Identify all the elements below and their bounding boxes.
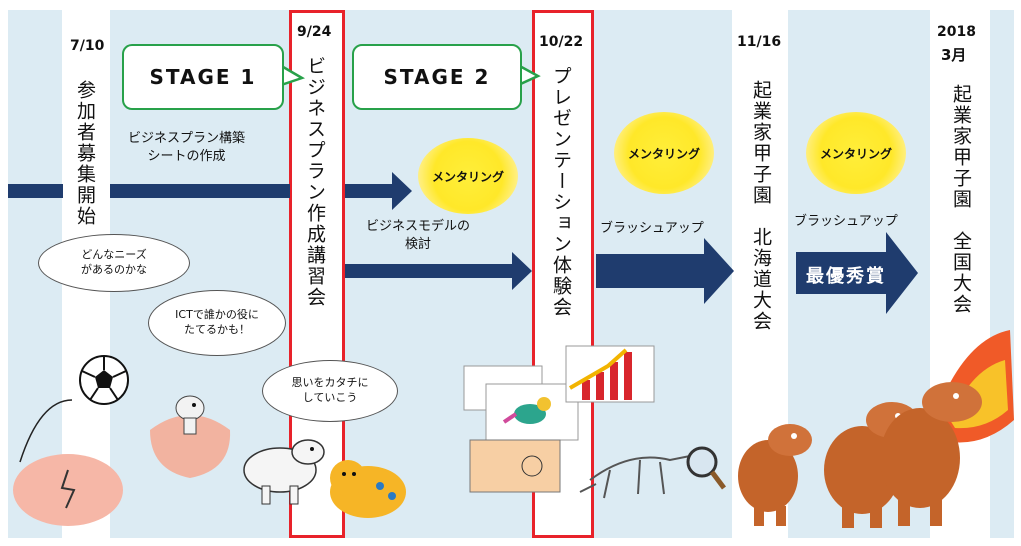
thought-cloud-2: ICTで誰かの役に たてるかも！ — [148, 290, 286, 356]
merit-card — [469, 439, 561, 493]
date-5-month: 3月 — [941, 46, 967, 64]
arrow-2 — [345, 252, 532, 290]
soccer-ball-icon — [79, 355, 129, 405]
milestone-label-1: 参加者募集開始 — [74, 80, 96, 227]
thought-cloud-1: どんなニーズ があるのかな — [38, 234, 190, 292]
arrow-1 — [345, 172, 412, 210]
arrow-shaft-1a — [8, 184, 63, 198]
dino-skeleton-icon — [579, 455, 691, 499]
magnifier-icon — [686, 446, 718, 478]
colorful-dino-icon — [502, 397, 551, 424]
activity-brushup-1: ブラッシュアップ — [600, 221, 704, 236]
date-1: 7/10 — [70, 38, 105, 54]
date-5-year: 2018 — [937, 24, 976, 40]
activity-brushup-2: ブラッシュアップ — [794, 214, 898, 229]
date-2: 9/24 — [297, 24, 332, 40]
arrow-3 — [596, 238, 734, 304]
red-dino-icon-1 — [738, 424, 812, 526]
date-3: 10/22 — [539, 34, 584, 50]
date-4: 11/16 — [737, 34, 782, 50]
fire-breathing-dino-icon — [880, 330, 1014, 526]
activity-model-review: ビジネスモデルの 検討 — [366, 219, 471, 252]
award-label: 最優秀賞 — [806, 266, 886, 287]
motion-line — [19, 399, 73, 463]
milestone-label-4: 起業家甲子園 北海道大会 — [750, 80, 772, 332]
mentoring-sun-3: メンタリング — [806, 112, 906, 194]
arrow-shaft-1b — [110, 184, 290, 198]
activity-plan-sheet: ビジネスプラン構築 シートの作成 — [128, 131, 246, 164]
arrow-4 — [796, 232, 918, 314]
thought-cloud-3: 思いをカタチに していこう — [262, 360, 398, 422]
milestone-label-2: ビジネスプラン作成講習会 — [304, 56, 326, 308]
milestone-label-3: プレゼンテーション体験会 — [550, 66, 572, 318]
yellow-dino-icon — [330, 460, 406, 518]
hatching-egg-icon — [150, 415, 231, 478]
stage-1-box: STAGE 1 — [122, 44, 284, 110]
white-dino-icon — [243, 439, 325, 505]
mentoring-sun-2: メンタリング — [614, 112, 714, 194]
baby-dino-icon — [175, 395, 205, 435]
growth-chart-icon — [565, 345, 655, 403]
mentoring-sun-1: メンタリング — [418, 138, 518, 214]
milestone-label-5: 起業家甲子園 全国大会 — [950, 84, 972, 315]
stage-2-box: STAGE 2 — [352, 44, 522, 110]
